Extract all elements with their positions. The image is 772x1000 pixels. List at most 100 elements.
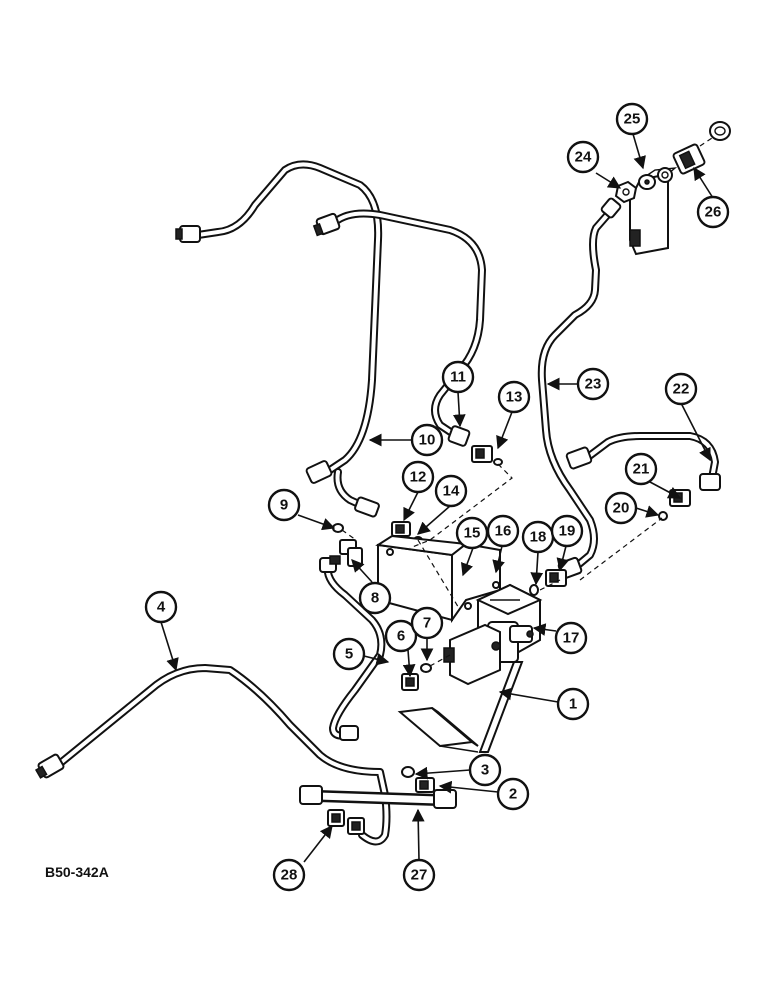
fitting-pipe-end-10-lower: [354, 496, 380, 518]
callout-8: 8: [358, 581, 392, 615]
assembly-lines: [341, 463, 663, 667]
callout-15: 15: [455, 516, 489, 550]
fitting-pipe-end-22-left: [565, 446, 593, 470]
svg-text:13: 13: [506, 389, 523, 406]
callout-11: 11: [441, 360, 475, 394]
o-ring-3: [401, 766, 415, 778]
svg-text:28: 28: [281, 867, 298, 884]
pipe-10-lower-inner: [335, 470, 374, 512]
callout-9: 9: [267, 488, 301, 522]
svg-text:21: 21: [633, 461, 650, 478]
svg-text:15: 15: [464, 525, 481, 542]
callout-26: 26: [696, 195, 730, 229]
callout-16: 16: [486, 514, 520, 548]
fitting-pipe-end-11: [447, 425, 471, 447]
callout-5: 5: [332, 637, 366, 671]
fitting-19: [545, 569, 567, 587]
svg-text:24: 24: [575, 149, 592, 166]
svg-text:23: 23: [585, 376, 602, 393]
callout-20: 20: [604, 491, 638, 525]
pipe-4-inner: [56, 666, 389, 844]
nut-24: [614, 180, 638, 204]
callout-25: 25: [615, 102, 649, 136]
fitting-pipe-end-11-top: [312, 212, 341, 237]
callout-23: 23: [576, 367, 610, 401]
svg-text:25: 25: [624, 111, 641, 128]
washer-25: [638, 167, 673, 190]
svg-text:6: 6: [397, 628, 405, 645]
callout-13: 13: [497, 380, 531, 414]
svg-text:8: 8: [371, 590, 379, 607]
svg-text:12: 12: [410, 469, 427, 486]
pipe-23-inner: [539, 210, 612, 567]
callout-2: 2: [496, 777, 530, 811]
svg-text:5: 5: [345, 646, 353, 663]
callout-14: 14: [434, 474, 468, 508]
pipe-11-outer: [331, 209, 486, 439]
fitting-pipe-end-5-bottom: [339, 725, 359, 741]
callout-24: 24: [566, 140, 600, 174]
o-ring-9: [332, 523, 344, 533]
reference-code: B50-342A: [45, 864, 109, 880]
svg-text:16: 16: [495, 523, 512, 540]
o-ring-18: [529, 584, 539, 596]
callout-17: 17: [554, 621, 588, 655]
fitting-26: [672, 121, 731, 175]
callout-18: 18: [521, 520, 555, 554]
svg-text:19: 19: [559, 523, 576, 540]
valve-block-17: [443, 583, 543, 686]
svg-text:10: 10: [419, 432, 436, 449]
svg-text:1: 1: [569, 696, 577, 713]
callout-1: 1: [556, 687, 590, 721]
callout-6: 6: [384, 619, 418, 653]
callouts: 1 2 3 4 5 6 7 8 9 10 11 12 13 14 15 16 1…: [144, 102, 730, 892]
pipe-group: [54, 160, 719, 846]
callout-3: 3: [468, 753, 502, 787]
svg-text:27: 27: [411, 867, 428, 884]
hose-27-inner: [314, 792, 442, 804]
fitting-8: [329, 539, 363, 567]
callout-22: 22: [664, 372, 698, 406]
svg-text:14: 14: [443, 483, 460, 500]
fitting-pipe-end-10: [305, 460, 333, 484]
svg-text:3: 3: [481, 762, 489, 779]
bracket-1: [397, 661, 524, 753]
callout-21: 21: [624, 452, 658, 486]
fitting-hose-27-left: [299, 785, 323, 805]
svg-text:2: 2: [509, 786, 517, 803]
svg-text:26: 26: [705, 204, 722, 221]
svg-text:22: 22: [673, 381, 690, 398]
callout-19: 19: [550, 514, 584, 548]
svg-text:7: 7: [423, 615, 431, 632]
callout-27: 27: [402, 858, 436, 892]
o-ring-7: [420, 663, 432, 673]
svg-text:11: 11: [450, 369, 466, 386]
svg-text:18: 18: [530, 529, 547, 546]
svg-text:4: 4: [157, 599, 166, 616]
callout-4: 4: [144, 590, 178, 624]
pipe-10-upper-inner: [196, 162, 381, 472]
pipe-11-inner: [333, 211, 484, 437]
callout-7: 7: [410, 606, 444, 640]
svg-text:20: 20: [613, 500, 630, 517]
callout-12: 12: [401, 460, 435, 494]
fitting-2: [415, 777, 435, 793]
fitting-28: [327, 809, 365, 835]
fitting-6: [401, 673, 419, 691]
fitting-pipe-end-4-left: [34, 753, 65, 779]
fitting-pipe-end-22-right: [699, 473, 721, 491]
fitting-pipe-end-upper-left: [175, 225, 201, 243]
pipe-22-inner: [586, 434, 717, 480]
fitting-hose-27-right: [433, 789, 457, 809]
leader-lines: [160, 133, 714, 863]
svg-text:9: 9: [280, 497, 288, 514]
callout-28: 28: [272, 858, 306, 892]
pipe-10-upper-outer: [194, 160, 383, 474]
fitting-pipe-end-23-top: [600, 197, 622, 219]
fittings-group: [34, 197, 721, 835]
fitting-13: [471, 445, 503, 466]
callout-10: 10: [410, 423, 444, 457]
svg-text:17: 17: [563, 630, 580, 647]
